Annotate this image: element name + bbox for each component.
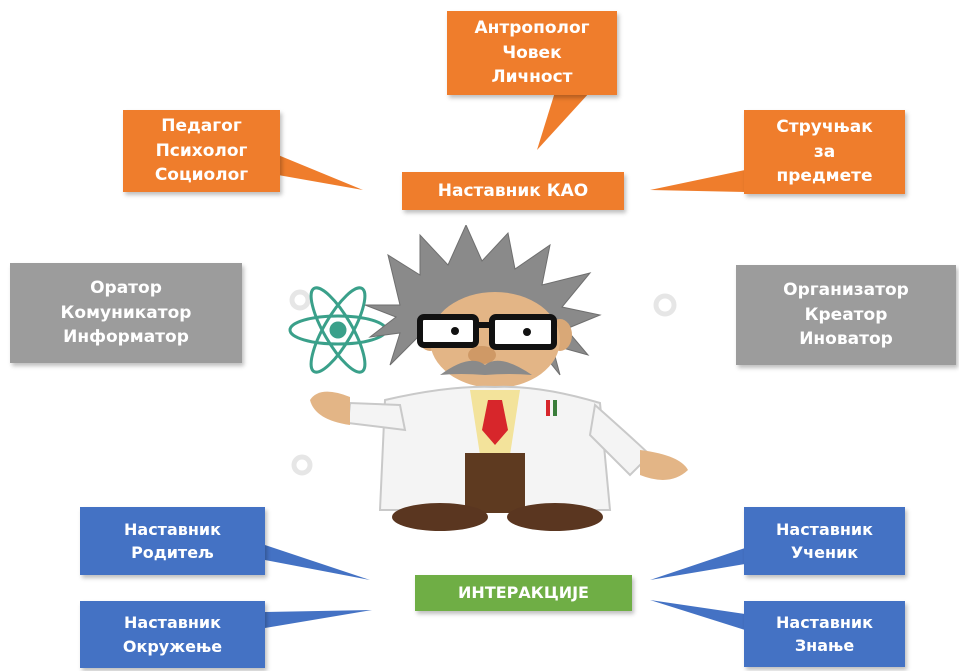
right-arm (588, 403, 652, 477)
top-role-line-3: Личност (491, 67, 573, 88)
left-mid-role-line-2: Комуникатор (60, 302, 192, 323)
right-shoe (507, 503, 603, 531)
blue-top-left-tail (265, 545, 370, 580)
left-shoe (392, 503, 488, 531)
nose (468, 346, 496, 364)
left-top-role-line-3: Социолог (154, 165, 249, 186)
left-top-role-line-2: Психолог (155, 140, 248, 161)
left-arm (346, 401, 407, 432)
right-mid-role-line-2: Креатор (804, 304, 888, 325)
pen-icon (546, 400, 550, 416)
blue-box-student: Наставник Ученик (744, 507, 905, 575)
right-eye (523, 328, 531, 336)
pen-icon (553, 400, 557, 416)
right-top-role-line-2: за (813, 141, 836, 162)
top-role-box: Антрополог Човек Личност (447, 11, 617, 95)
left-eye (451, 327, 459, 335)
interaction-label: ИНТЕРАКЦИЈЕ (458, 583, 589, 603)
blue-bottom-right-tail (650, 600, 745, 630)
center-title-label: Наставник КАО (437, 180, 589, 201)
right-top-role-line-1: Стручњак (776, 117, 873, 138)
left-top-callout-tail (278, 155, 363, 190)
left-top-role-line-1: Педагог (161, 116, 242, 137)
top-callout-tail (537, 92, 590, 150)
right-hand (640, 450, 688, 480)
blue-box-environment-line-1: Наставник (124, 613, 221, 633)
right-mid-role-line-3: Иноватор (799, 329, 893, 350)
blue-bottom-left-tail (265, 610, 372, 628)
blue-box-parent-line-2: Родитељ (131, 543, 214, 562)
right-top-role-box: Стручњак за предмете (744, 110, 905, 194)
center-title-box: Наставник КАО (402, 172, 624, 210)
atom-icon (288, 286, 388, 374)
left-mid-role-line-3: Информатор (63, 327, 189, 348)
interaction-box: ИНТЕРАКЦИЈЕ (415, 575, 632, 611)
left-mid-role-box: Оратор Комуникатор Информатор (10, 263, 242, 363)
left-top-role-box: Педагог Психолог Социолог (123, 110, 280, 192)
blue-box-parent: Наставник Родитељ (80, 507, 265, 575)
blue-top-right-tail (650, 548, 745, 580)
left-mid-role-line-1: Оратор (90, 278, 162, 299)
mustache (440, 360, 532, 375)
tie-icon (482, 400, 508, 445)
blue-box-environment: Наставник Окружење (80, 601, 265, 668)
blue-box-student-line-2: Ученик (790, 543, 859, 562)
pants (465, 453, 525, 513)
glasses-icon (417, 314, 557, 350)
scientist-teacher-illustration (288, 225, 688, 531)
right-mid-role-box: Организатор Креатор Иноватор (736, 265, 956, 365)
blue-box-knowledge: Наставник Знање (744, 601, 905, 667)
left-hand (310, 391, 350, 425)
right-top-role-line-3: предмете (776, 166, 873, 187)
blue-box-parent-line-1: Наставник (124, 519, 221, 539)
blue-box-knowledge-line-1: Наставник (776, 612, 873, 632)
right-top-callout-tail (650, 170, 745, 192)
blue-box-student-line-1: Наставник (776, 519, 873, 539)
top-role-line-2: Човек (502, 42, 562, 63)
blue-box-knowledge-line-2: Знање (794, 636, 855, 655)
right-mid-role-line-1: Организатор (783, 280, 909, 301)
decorative-rings (289, 289, 677, 476)
top-role-line-1: Антрополог (474, 18, 590, 39)
blue-box-environment-line-2: Окружење (122, 636, 223, 656)
